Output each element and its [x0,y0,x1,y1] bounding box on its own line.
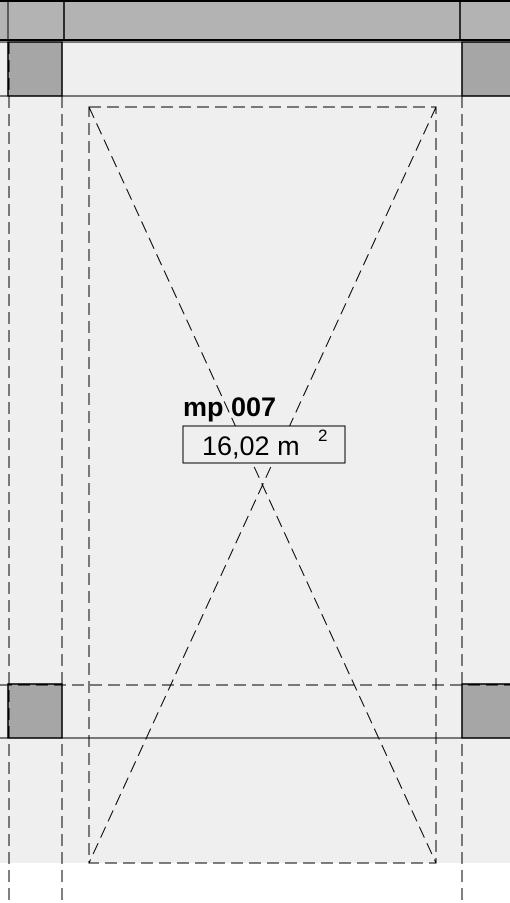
room-area-unit-superscript: 2 [318,426,327,445]
column-top-right [461,41,510,97]
room-name: mp 007 [183,392,276,422]
column-top-left [7,41,63,97]
room-area-box [182,425,346,464]
room-area-value: 16,02 m [202,431,300,461]
dashed-lines [0,41,510,903]
opening-diagonal-2 [88,106,437,864]
column-bottom-right [461,683,510,739]
opening-outline [88,106,437,864]
top-beam [0,0,510,40]
column-bottom-left [7,683,63,739]
